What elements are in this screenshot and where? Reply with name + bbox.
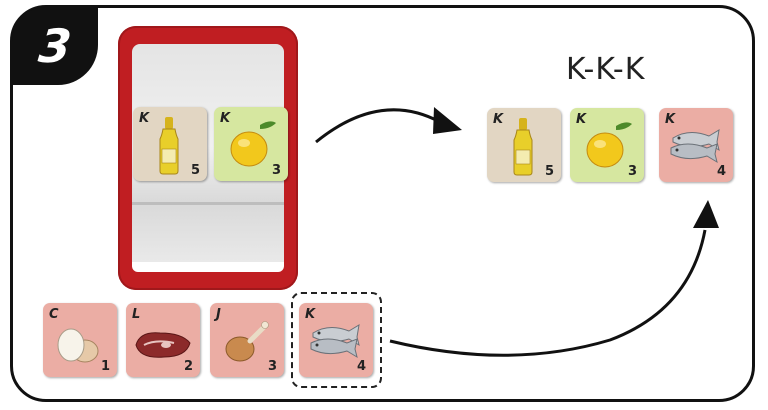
card-letter: K <box>305 307 316 322</box>
card-number: 2 <box>183 359 193 374</box>
result-title: K-K-K <box>566 52 646 87</box>
fridge-card-lemon[interactable]: K 3 <box>214 107 288 181</box>
card-number: 5 <box>544 164 554 179</box>
card-number: 3 <box>271 163 281 178</box>
card-number: 3 <box>627 164 637 179</box>
fridge-shelf <box>132 202 284 205</box>
hand-card-steak[interactable]: L 2 <box>126 303 200 377</box>
hand-card-fish[interactable]: K 4 <box>299 303 373 377</box>
result-card-fish[interactable]: K 4 <box>659 108 733 182</box>
card-number: 5 <box>190 163 200 178</box>
bottle-icon <box>159 117 179 175</box>
lemon-icon <box>230 121 276 167</box>
result-card-bottle[interactable]: K 5 <box>487 108 561 182</box>
bottle-icon <box>513 118 533 176</box>
card-number: 3 <box>267 359 277 374</box>
lemon-icon <box>586 122 632 168</box>
arrow-head-right <box>433 107 462 134</box>
card-letter: K <box>493 112 504 127</box>
card-letter: K <box>220 111 231 126</box>
card-letter: L <box>132 307 141 322</box>
card-number: 4 <box>716 164 726 179</box>
fish-icon <box>670 129 720 164</box>
steak-icon <box>135 332 191 358</box>
arrow-head-up <box>693 200 719 228</box>
hand-card-eggs[interactable]: C 1 <box>43 303 117 377</box>
fridge-bottom <box>132 262 284 272</box>
step-badge: 3 <box>12 7 98 85</box>
eggs-icon <box>57 328 99 363</box>
card-letter: K <box>576 112 587 127</box>
card-letter: J <box>216 307 221 322</box>
arrow-hand-to-result <box>389 229 707 357</box>
card-letter: K <box>665 112 676 127</box>
card-letter: K <box>139 111 150 126</box>
hand-card-chicken-leg[interactable]: J 3 <box>210 303 284 377</box>
arrow-fridge-to-result <box>315 108 441 144</box>
fridge-card-bottle[interactable]: K 5 <box>133 107 207 181</box>
card-number: 4 <box>356 359 366 374</box>
card-number: 1 <box>100 359 110 374</box>
result-card-lemon[interactable]: K 3 <box>570 108 644 182</box>
card-letter: C <box>49 307 59 322</box>
selected-card-outline <box>291 292 382 388</box>
chicken-leg-icon <box>225 321 269 362</box>
fish-icon <box>310 324 360 359</box>
